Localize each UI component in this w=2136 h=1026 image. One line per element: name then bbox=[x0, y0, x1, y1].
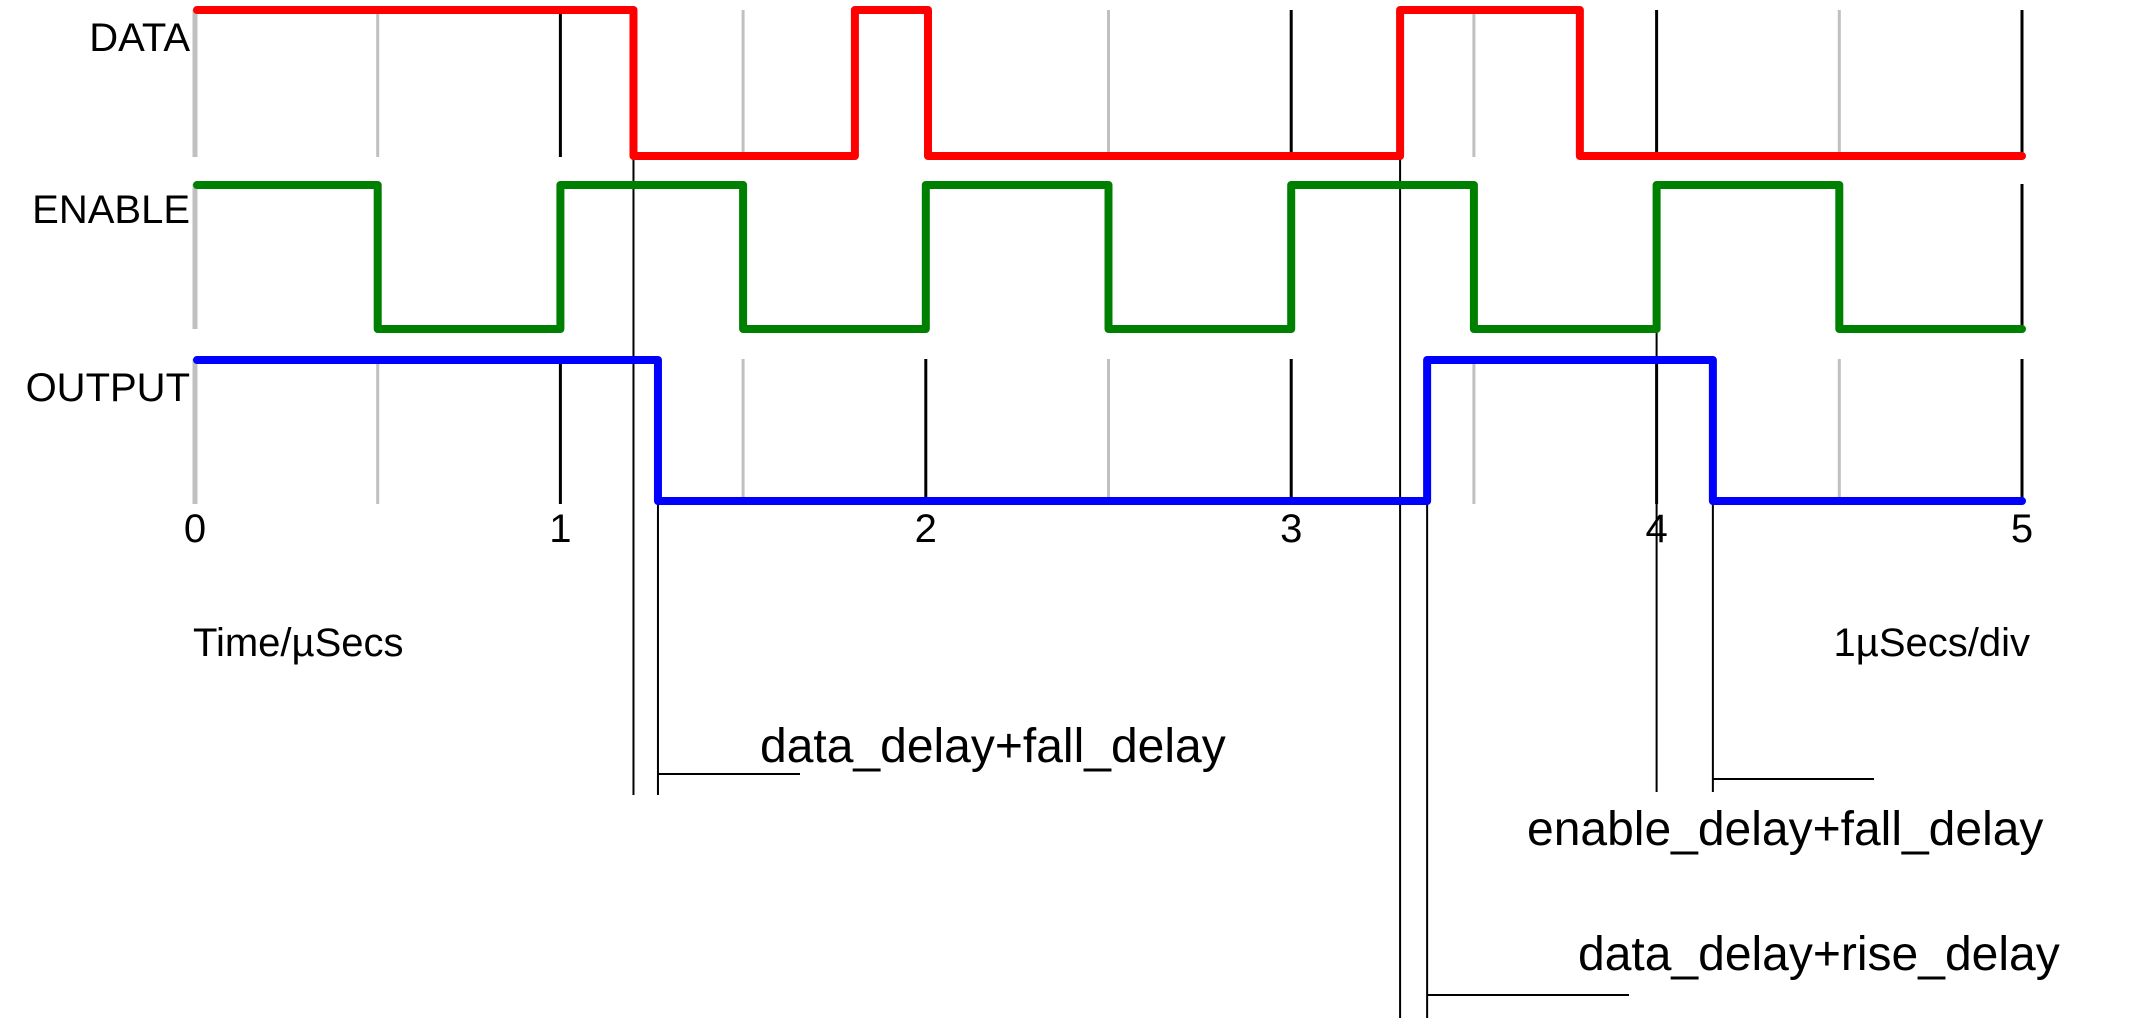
trace-layer bbox=[193, 6, 2026, 505]
axis-caption-time-units: Time/µSecs bbox=[193, 621, 404, 665]
signal-label-enable: ENABLE bbox=[32, 188, 190, 232]
text-layer: data_delay+fall_delay enable_delay+fall_d… bbox=[26, 16, 2060, 981]
tick-label-2: 2 bbox=[915, 507, 937, 551]
tick-label-5: 5 bbox=[2011, 507, 2033, 551]
tick-label-3: 3 bbox=[1280, 507, 1302, 551]
axis-caption-per-div: 1µSecs/div bbox=[1834, 621, 2030, 665]
tick-label-4: 4 bbox=[1645, 507, 1667, 551]
trace-output bbox=[193, 356, 2026, 505]
annotation-label-data-delay-fall-delay: data_delay+fall_delay bbox=[760, 720, 1226, 773]
trace-data bbox=[193, 6, 2026, 160]
trace-enable bbox=[193, 181, 2026, 333]
tick-label-0: 0 bbox=[184, 507, 206, 551]
signal-label-data: DATA bbox=[89, 16, 190, 60]
cursor-layer bbox=[632, 113, 1874, 1018]
annotation-label-data-delay-rise-delay: data_delay+rise_delay bbox=[1578, 928, 2060, 981]
annotation-label-enable-delay-fall-delay: enable_delay+fall_delay bbox=[1527, 803, 2043, 856]
tick-label-1: 1 bbox=[549, 507, 571, 551]
signal-label-output: OUTPUT bbox=[26, 366, 190, 410]
